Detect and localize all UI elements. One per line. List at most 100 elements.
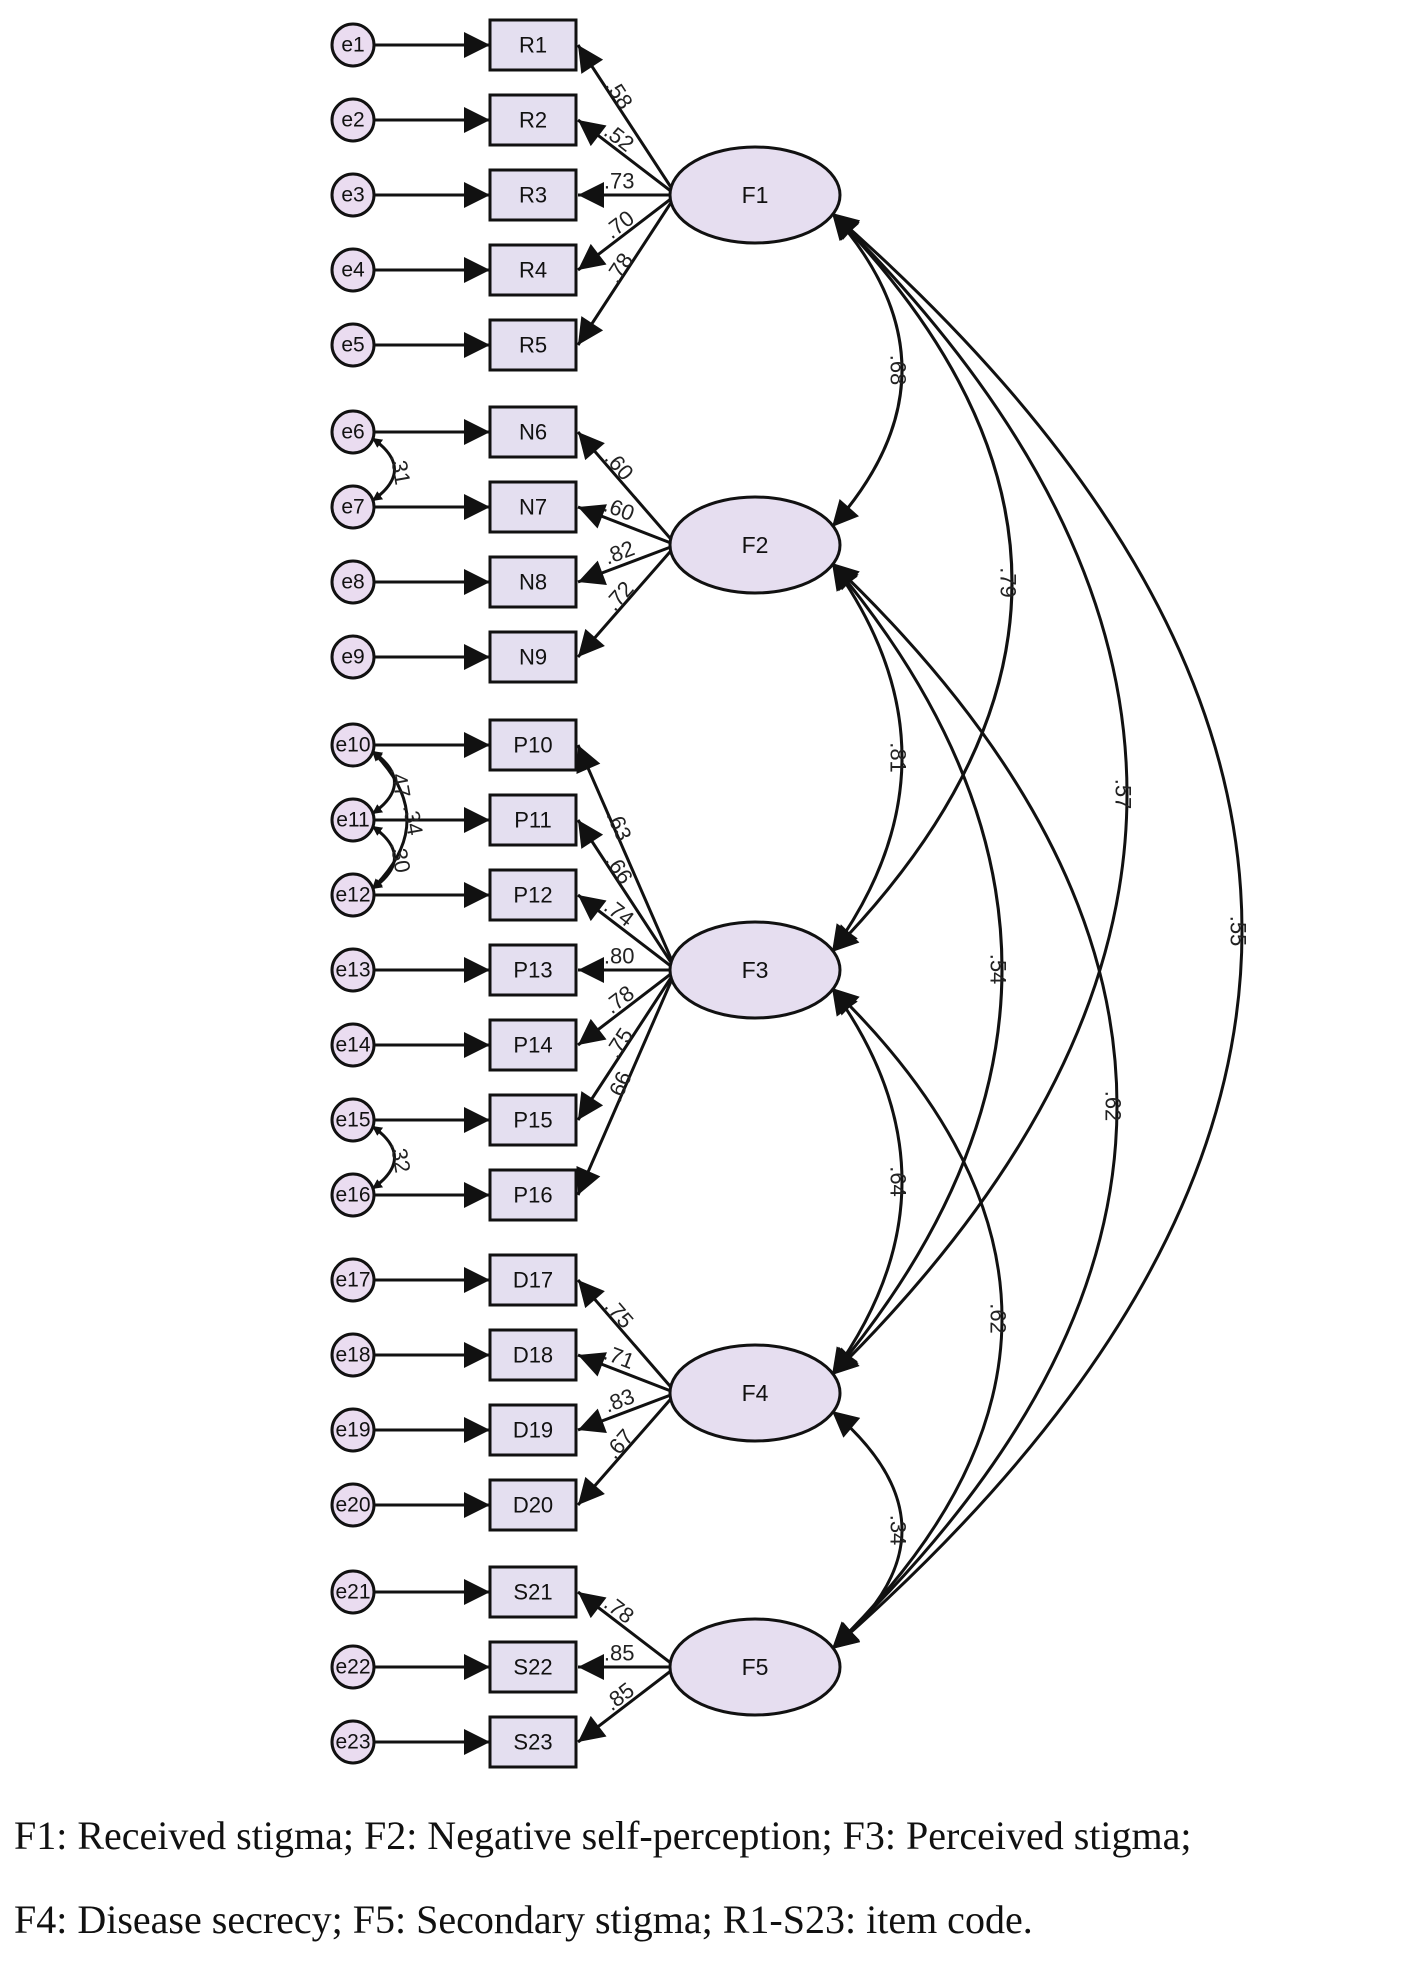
loading-label: .85 — [604, 1641, 635, 1666]
loading-label: .85 — [599, 1677, 638, 1715]
factor-label: F4 — [742, 1380, 769, 1406]
item-label: S22 — [513, 1655, 552, 1680]
loading-path-F3-P15 — [576, 969, 678, 1121]
factor-label: F3 — [742, 957, 769, 983]
loading-label: .60 — [600, 492, 638, 526]
error-covariance-e6-e7 — [371, 436, 396, 503]
error-circle — [330, 97, 376, 143]
nodes-layer: e1e2e3e4e5e6e7e8e9e10e11e12e13e14e15e16e… — [330, 18, 842, 1769]
sem-path-diagram: e1e2e3e4e5e6e7e8e9e10e11e12e13e14e15e16e… — [330, 18, 1251, 1769]
item-node: R1 — [488, 18, 578, 72]
item-label: N8 — [519, 570, 547, 595]
item-box — [488, 630, 578, 684]
item-box — [488, 1565, 578, 1619]
item-box — [488, 793, 578, 847]
loading-label: .82 — [600, 535, 637, 569]
error-node: e9 — [330, 634, 376, 680]
loading-label: .58 — [600, 74, 638, 113]
item-box — [488, 1093, 578, 1147]
item-node: D19 — [488, 1403, 578, 1457]
error-node: e16 — [330, 1172, 376, 1218]
loading-label: .67 — [600, 1424, 639, 1463]
loading-label: .52 — [599, 118, 638, 156]
item-box — [488, 1715, 578, 1769]
error-node: e11 — [330, 797, 376, 843]
item-label: R3 — [519, 183, 547, 208]
error-label: e6 — [341, 421, 364, 444]
error-label: e16 — [335, 1184, 370, 1207]
error-label: e1 — [341, 34, 364, 57]
error-node: e18 — [330, 1332, 376, 1378]
loading-path-F3-P10 — [576, 744, 678, 971]
item-node: S23 — [488, 1715, 578, 1769]
item-box — [488, 1403, 578, 1457]
loading-path-F2-N9 — [576, 544, 678, 658]
error-node: e6 — [330, 409, 376, 455]
factor-correlation-label: .68 — [886, 355, 911, 386]
error-label: e15 — [335, 1109, 370, 1132]
factor-label: F2 — [742, 532, 769, 558]
item-box — [488, 868, 578, 922]
error-circle — [330, 559, 376, 605]
item-box — [488, 480, 578, 534]
factor-ellipse — [668, 920, 842, 1020]
item-node: R3 — [488, 168, 578, 222]
error-label: e23 — [335, 1731, 370, 1754]
factor-correlation-F3-F5 — [830, 986, 1004, 1651]
factor-node: F4 — [668, 1343, 842, 1443]
loading-label: .78 — [599, 1590, 638, 1628]
factor-ellipse — [668, 145, 842, 245]
loading-label: .60 — [600, 446, 639, 485]
item-node: P16 — [488, 1168, 578, 1222]
error-node: e17 — [330, 1257, 376, 1303]
error-node: e5 — [330, 322, 376, 368]
item-box — [488, 1253, 578, 1307]
caption-line-2: F4: Disease secrecy; F5: Secondary stigm… — [14, 1897, 1033, 1942]
error-label: e13 — [335, 959, 370, 982]
item-box — [488, 168, 578, 222]
loading-path-F1-R4 — [577, 193, 677, 272]
factor-correlation-F1-F5 — [831, 211, 1244, 1651]
error-node: e12 — [330, 872, 376, 918]
error-circle — [330, 409, 376, 455]
item-label: D20 — [513, 1493, 553, 1518]
item-label: P10 — [513, 733, 552, 758]
item-node: D17 — [488, 1253, 578, 1307]
loading-label: .78 — [600, 248, 638, 287]
factor-correlation-F2-F3 — [830, 562, 904, 953]
error-label: e20 — [335, 1494, 370, 1517]
error-covariance-e15-e16 — [371, 1124, 396, 1191]
error-circle — [330, 797, 376, 843]
item-node: P11 — [488, 793, 578, 847]
error-node: e8 — [330, 559, 376, 605]
loading-path-F2-N6 — [576, 431, 678, 546]
error-circle — [330, 1407, 376, 1453]
item-label: P16 — [513, 1183, 552, 1208]
factor-correlation-F4-F5 — [831, 1409, 904, 1651]
item-node: P15 — [488, 1093, 578, 1147]
item-box — [488, 555, 578, 609]
item-box — [488, 1478, 578, 1532]
item-label: N6 — [519, 420, 547, 445]
loading-label: .80 — [604, 944, 635, 969]
item-node: P14 — [488, 1018, 578, 1072]
item-node: P13 — [488, 943, 578, 997]
error-node: e1 — [330, 22, 376, 68]
loading-label: .83 — [600, 1383, 637, 1417]
item-label: S23 — [513, 1730, 552, 1755]
error-circle — [330, 722, 376, 768]
item-box — [488, 318, 578, 372]
error-label: e21 — [335, 1581, 370, 1604]
error-covariance-label: .34 — [398, 803, 428, 837]
item-node: N7 — [488, 480, 578, 534]
error-circle — [330, 1257, 376, 1303]
error-covariance-label: .31 — [386, 452, 416, 486]
factor-correlation-label: .55 — [1226, 916, 1251, 947]
factor-correlation-F1-F3 — [830, 211, 1014, 954]
error-node: e3 — [330, 172, 376, 218]
item-node: D18 — [488, 1328, 578, 1382]
error-label: e2 — [341, 109, 364, 132]
error-node: e4 — [330, 247, 376, 293]
loading-path-F4-D18 — [577, 1352, 677, 1395]
